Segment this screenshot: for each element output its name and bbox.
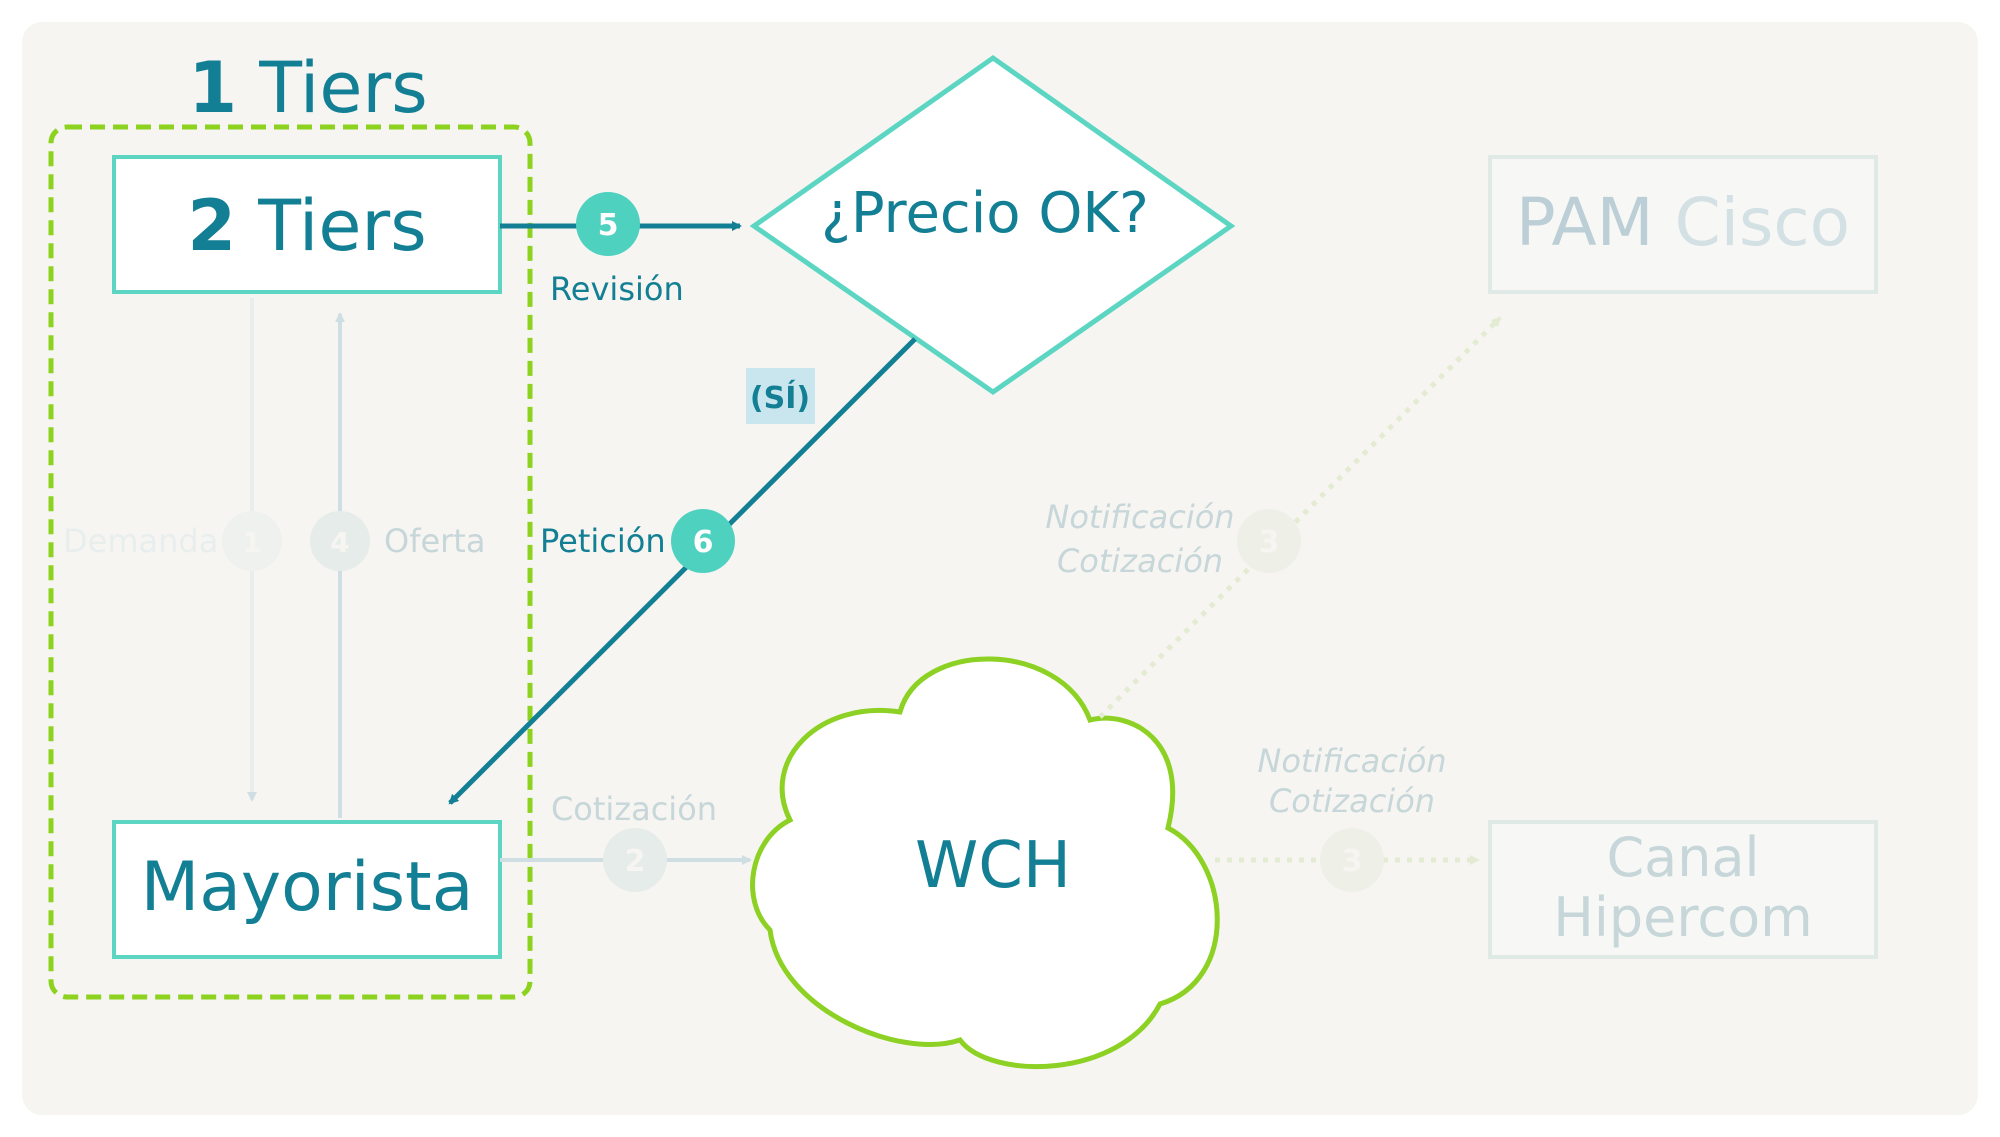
decision-label: ¿Precio OK? xyxy=(821,181,1149,246)
notif-canal-line1: Notificación xyxy=(1257,742,1446,780)
step-5-badge xyxy=(576,192,640,256)
step-3-badge-canal xyxy=(1320,828,1384,892)
step-6-number: 6 xyxy=(693,525,714,560)
step-3-badge-pam xyxy=(1237,509,1301,573)
mayorista-node xyxy=(112,820,502,959)
step-4-number: 4 xyxy=(330,526,349,559)
notif-pam-arrow xyxy=(1098,316,1502,719)
two-tiers-node xyxy=(112,155,502,294)
pam-cisco-node xyxy=(1488,155,1878,294)
wch-label: WCH xyxy=(915,829,1071,903)
step-5-number: 5 xyxy=(598,208,619,243)
canal-hipercom-node xyxy=(1488,820,1878,959)
two-tiers-label: 2 Tiers xyxy=(187,185,426,267)
canal-line1: Canal xyxy=(1606,826,1759,889)
step-3-number-pam: 3 xyxy=(1259,525,1280,560)
step-4-badge xyxy=(310,511,370,571)
step-2-badge xyxy=(603,828,667,892)
step-6-badge xyxy=(671,509,735,573)
canal-line2: Hipercom xyxy=(1553,886,1812,949)
mayorista-label: Mayorista xyxy=(141,848,474,927)
demanda-label: Demanda xyxy=(63,522,218,560)
revision-label: Revisión xyxy=(550,270,684,308)
notif-pam-line1: Notificación xyxy=(1045,498,1234,536)
group-title: 1 Tiers xyxy=(188,47,427,129)
step-1-number: 1 xyxy=(242,526,261,559)
step-1-badge xyxy=(222,511,282,571)
precio-ok-decision xyxy=(749,54,1236,396)
wch-cloud xyxy=(750,656,1220,1070)
cotizacion-label: Cotización xyxy=(551,790,717,828)
si-badge-bg xyxy=(746,368,815,424)
pam-cisco-label: PAM Cisco xyxy=(1516,184,1850,261)
step-2-number: 2 xyxy=(625,844,646,879)
notif-pam-line2: Cotización xyxy=(1057,542,1223,580)
si-badge: (SÍ) xyxy=(750,380,810,416)
peticion-arrow xyxy=(448,337,917,805)
notif-canal-line2: Cotización xyxy=(1269,782,1435,820)
oferta-label: Oferta xyxy=(384,522,485,560)
step-3-number-canal: 3 xyxy=(1342,844,1363,879)
peticion-label: Petición xyxy=(540,522,666,560)
